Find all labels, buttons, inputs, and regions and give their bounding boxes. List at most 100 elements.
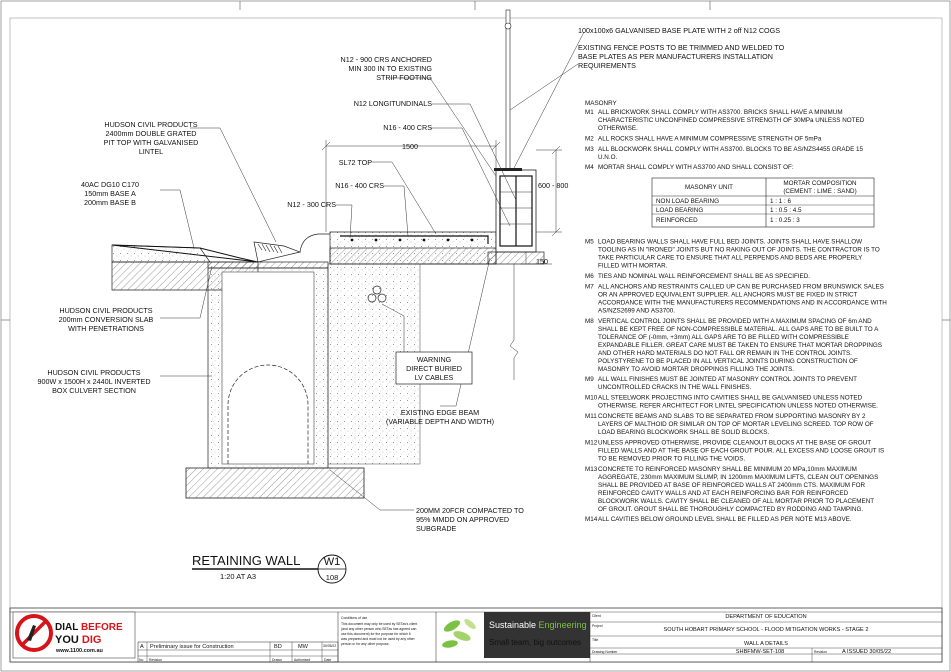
revision-header-no: No (139, 658, 143, 662)
revision-header-authorised: Authorised (294, 658, 310, 662)
label-base-course-3: 200mm BASE B (84, 198, 136, 207)
note-text: ALL ROCKS SHALL HAVE A MINIMUM COMPRESSI… (598, 135, 822, 142)
fence-post-top (504, 22, 512, 30)
note-code: M10 (585, 395, 598, 402)
title-scale: 1:20 AT A3 (220, 572, 256, 581)
revision-letter: A (140, 644, 144, 650)
revision-label: Revision (814, 650, 827, 654)
sl72-slab (329, 247, 497, 265)
label-dimension-1500: 1500 (402, 142, 418, 151)
label-warning-1: WARNING (417, 355, 452, 364)
wall-cross-bars (500, 191, 532, 225)
warning-box (395, 351, 473, 385)
note-text: ACCORDANCE WITH THE MANUFACTURERS RECOMM… (598, 299, 887, 306)
note-text: CONCRETE TO REINFORCED MASONRY SHALL BE … (598, 466, 857, 473)
label-subgrade-1: 200MM 20FCR COMPACTED TO (416, 506, 524, 515)
svg-text:YOU DIG: YOU DIG (55, 634, 101, 646)
note-code: M13 (585, 466, 598, 473)
label-edge-beam-2: (VARIABLE DEPTH AND WIDTH) (386, 417, 494, 426)
project-label: Project (592, 624, 603, 628)
dbyd-before: BEFORE (81, 622, 123, 633)
culvert-arch (227, 364, 309, 464)
title-sheet: 108 (326, 573, 339, 582)
note-text: OR AN APPROVED EQUIVALENT SUPPLIER. ALL … (598, 291, 858, 298)
svg-text:Sustainable Engineering: Sustainable Engineering (489, 620, 587, 630)
title-value: WALL A DETAILS (744, 641, 788, 647)
note-text: ALL WALL FINISHES MUST BE JOINTED AT MAS… (598, 376, 857, 383)
label-warning-2: DIRECT BURIED (406, 364, 462, 373)
conditions-title: Conditions of use (341, 616, 367, 620)
note-text: BLOCKWORK WALLS. CAVITY SHALL BE CLEANED… (598, 498, 874, 505)
note-text: ALL BRICKWORK SHALL COMPLY WITH AS3700. … (598, 109, 843, 116)
culvert-inner (221, 271, 315, 465)
client-label: Client (592, 614, 601, 618)
conditions-line: (and any other person who SETas has agre… (341, 627, 417, 631)
label-culvert-1: HUDSON CIVIL PRODUCTS (47, 368, 140, 377)
note-code: M2 (585, 135, 594, 142)
note-code: M1 (585, 109, 594, 116)
strip-footing (487, 251, 545, 265)
wall-reinforcement (499, 175, 533, 247)
label-n12-300: N12 - 300 CRS (287, 200, 336, 209)
label-edge-beam-1: EXISTING EDGE BEAM (401, 408, 479, 417)
note-text: OTHERWISE. (598, 125, 638, 132)
mortar-row-ratio: 1 : 1 : 6 (770, 198, 792, 205)
revision-table: A Preliminary issue for Construction BD … (137, 641, 339, 663)
base-plate (494, 168, 522, 171)
label-dimension-height: 600 - 800 (538, 181, 568, 190)
label-fence-posts-3: REQUIREMENTS (578, 61, 636, 70)
label-culvert-2: 900W x 1500H x 2440L INVERTED (37, 377, 150, 386)
notes-heading: MASONRY (585, 100, 618, 107)
note-text: MASONRY TO AVOID MORTAR DROPPINGS FILLIN… (598, 366, 794, 373)
note-text: UNCONTROLLED CRACKS IN THE WALL FINISHES… (598, 384, 752, 391)
drawing-title: RETAINING WALL W1 108 1:20 AT A3 (192, 553, 347, 584)
masonry-notes: MASONRY M1 ALL BRICKWORK SHALL COMPLY WIT… (585, 100, 887, 523)
mortar-row-unit: LOAD BEARING (656, 207, 703, 214)
conditions-line: use this document) for the purpose for w… (341, 632, 411, 636)
project-value: SOUTH HOBART PRIMARY SCHOOL - FLOOD MITI… (664, 627, 869, 633)
conditions-of-use: Conditions of use This document may only… (341, 616, 417, 646)
conditions-line: was prepared and must not be used by any… (341, 637, 416, 641)
note-text: AS/NZS2699 AND AS3700. (598, 307, 675, 314)
note-code: M11 (585, 413, 597, 420)
note-text: TO BE REMOVED PRIOR TO FILLING THE VOIDS… (598, 455, 745, 462)
subgrade-base (185, 467, 365, 499)
label-sl72-top: SL72 TOP (339, 158, 373, 167)
note-text: LOAD BEARING BLOCKWORK SHALL BE SOLID BL… (598, 429, 769, 436)
note-text: FILLED WITH MORTAR. (598, 263, 668, 270)
brand-tagline: Small team, big outcomes (489, 638, 581, 647)
label-pit-top-1: HUDSON CIVIL PRODUCTS (104, 120, 197, 129)
note-text: ALL CAVITIES BELOW GROUND LEVEL SHALL BE… (598, 516, 852, 523)
leaf-logo-icon (442, 618, 476, 648)
note-text: LOAD BEARING WALLS SHALL HAVE FULL BED J… (598, 239, 862, 246)
mortar-row-unit: REINFORCED (656, 217, 698, 224)
break-line (509, 264, 519, 380)
revision-header-date: Date (324, 658, 331, 662)
note-text: AGGREGATE, 230mm MAXIMUM SLUMP, IN 1200m… (598, 474, 878, 481)
title-ref: W1 (324, 556, 341, 568)
label-slab-1: HUDSON CIVIL PRODUCTS (59, 306, 152, 315)
note-code: M6 (585, 273, 594, 280)
conversion-slab (207, 261, 329, 269)
dbyd-you: YOU (55, 634, 82, 646)
revision-date: 30/05/22 (323, 644, 336, 648)
label-n16-400-upper: N16 - 400 CRS (383, 123, 432, 132)
frame-ticks (1, 1, 950, 321)
label-slab-2: 200mm CONVERSION SLAB (59, 315, 154, 324)
title-retaining-wall: RETAINING WALL (192, 553, 300, 568)
drawing-labels: 100x100x6 GALVANISED BASE PLATE WITH 2 o… (37, 26, 784, 533)
leader-lines (160, 31, 585, 511)
note-text: VERTICAL CONTROL JOINTS SHALL BE PROVIDE… (598, 318, 872, 325)
brand-logo: Sustainable Engineering Small team, big … (442, 612, 590, 658)
dial-before-you-dig-logo: DIAL BEFORE YOU DIG www.1100.com.au (12, 611, 136, 659)
note-text: TIES AND NOMINAL WALL REINFORCEMENT SHAL… (598, 273, 810, 280)
lv-cables (367, 285, 387, 303)
pit-grate (257, 243, 283, 254)
note-text: ALL ANCHORS AND RESTRAINTS CALLED UP CAN… (598, 283, 884, 290)
note-text: LAYERS OF MALTHOID OR SIMILAR ON TOP OF … (598, 421, 874, 428)
drawing-number-label: Drawing Number (592, 650, 618, 654)
revision-header-drawn: Drawn (272, 658, 282, 662)
mortar-row-ratio: 1 : 0.25 : 3 (770, 217, 800, 224)
svg-text:DIAL BEFORE: DIAL BEFORE (55, 622, 123, 633)
